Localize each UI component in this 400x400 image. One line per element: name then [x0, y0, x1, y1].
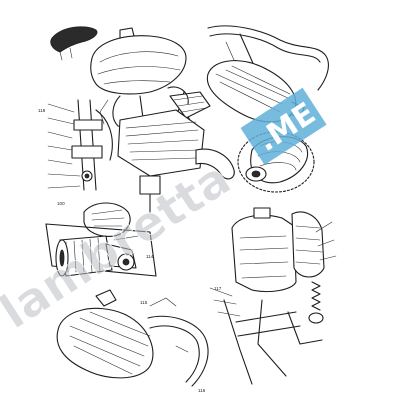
fuel-tank	[90, 35, 187, 95]
control-column	[47, 99, 113, 191]
exhaust-pipe-upper	[207, 25, 329, 91]
shaft-bracket	[73, 119, 103, 131]
reference-labels: 100 114 115 116 117 118	[38, 108, 222, 393]
exhaust-pipe-lower	[147, 315, 209, 387]
shock-spring	[311, 281, 321, 311]
watermark-suffix-badge	[240, 87, 327, 165]
saddle-seat	[50, 26, 98, 53]
engine-cylinder	[117, 86, 235, 213]
label-117: 117	[214, 286, 222, 291]
watermark-text: lambretta	[0, 151, 240, 340]
label-115: 115	[140, 300, 148, 305]
exhaust-upper	[206, 25, 329, 123]
exhaust-lower	[56, 289, 209, 387]
label-116: 116	[198, 388, 206, 393]
reservoir-tank	[231, 214, 297, 293]
label-114: 114	[146, 254, 154, 259]
silencer-lower	[56, 307, 154, 379]
breather-hose	[195, 148, 235, 180]
rear-frame-assembly	[209, 207, 337, 385]
fan-cowling	[291, 211, 325, 278]
label-118: 118	[38, 108, 46, 113]
intake-assembly	[45, 202, 157, 277]
label-100: 100	[57, 201, 65, 206]
